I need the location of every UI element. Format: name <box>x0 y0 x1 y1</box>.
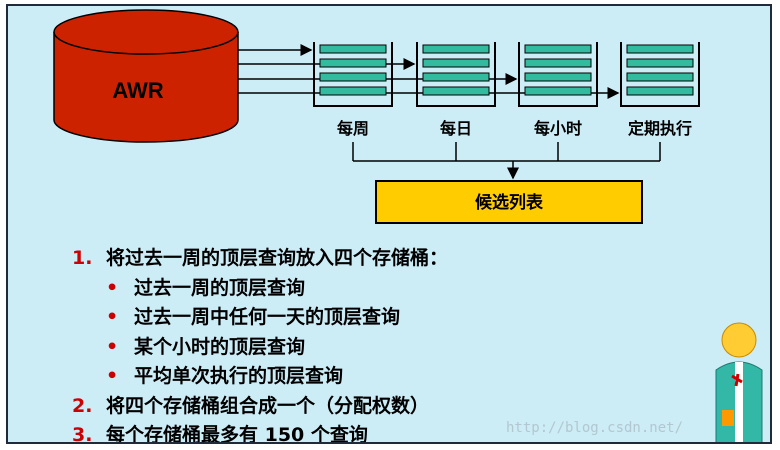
steps-list: 1.将过去一周的顶层查询放入四个存储桶： •过去一周的顶层查询 •过去一周中任何… <box>72 244 449 444</box>
workload-diagram: AWR 每周 每日 <box>53 9 700 224</box>
step-3: 3.每个存储桶最多有 150 个查询 <box>72 424 368 444</box>
merge-connector <box>352 142 661 180</box>
awr-label: AWR <box>112 78 163 103</box>
candidate-list-box: 候选列表 <box>375 180 643 224</box>
bucket-weekly: 每周 <box>313 42 393 138</box>
step-1-sub-3: •某个小时的顶层查询 <box>106 335 306 358</box>
bucket-hourly: 每小时 <box>518 42 598 138</box>
bucket-daily-label: 每日 <box>440 119 472 138</box>
watermark: http://blog.csdn.net/ <box>506 420 684 436</box>
slide: AWR 每周 每日 <box>6 4 772 444</box>
step-1: 1.将过去一周的顶层查询放入四个存储桶： <box>72 247 449 269</box>
awr-cylinder: AWR <box>53 9 239 143</box>
step-1-sub-1: •过去一周的顶层查询 <box>106 276 306 299</box>
step-1-sub-4: •平均单次执行的顶层查询 <box>106 365 344 387</box>
bucket-periodic-label: 定期执行 <box>627 119 692 138</box>
person-illustration <box>715 322 763 442</box>
bucket-hourly-label: 每小时 <box>534 119 582 138</box>
bucket-weekly-label: 每周 <box>337 119 369 138</box>
candidate-list-label: 候选列表 <box>475 192 544 213</box>
bucket-daily: 每日 <box>416 42 496 138</box>
bucket-periodic: 定期执行 <box>620 42 700 138</box>
step-1-sub-2: •过去一周中任何一天的顶层查询 <box>106 306 401 328</box>
step-2: 2.将四个存储桶组合成一个（分配权数） <box>72 394 430 417</box>
